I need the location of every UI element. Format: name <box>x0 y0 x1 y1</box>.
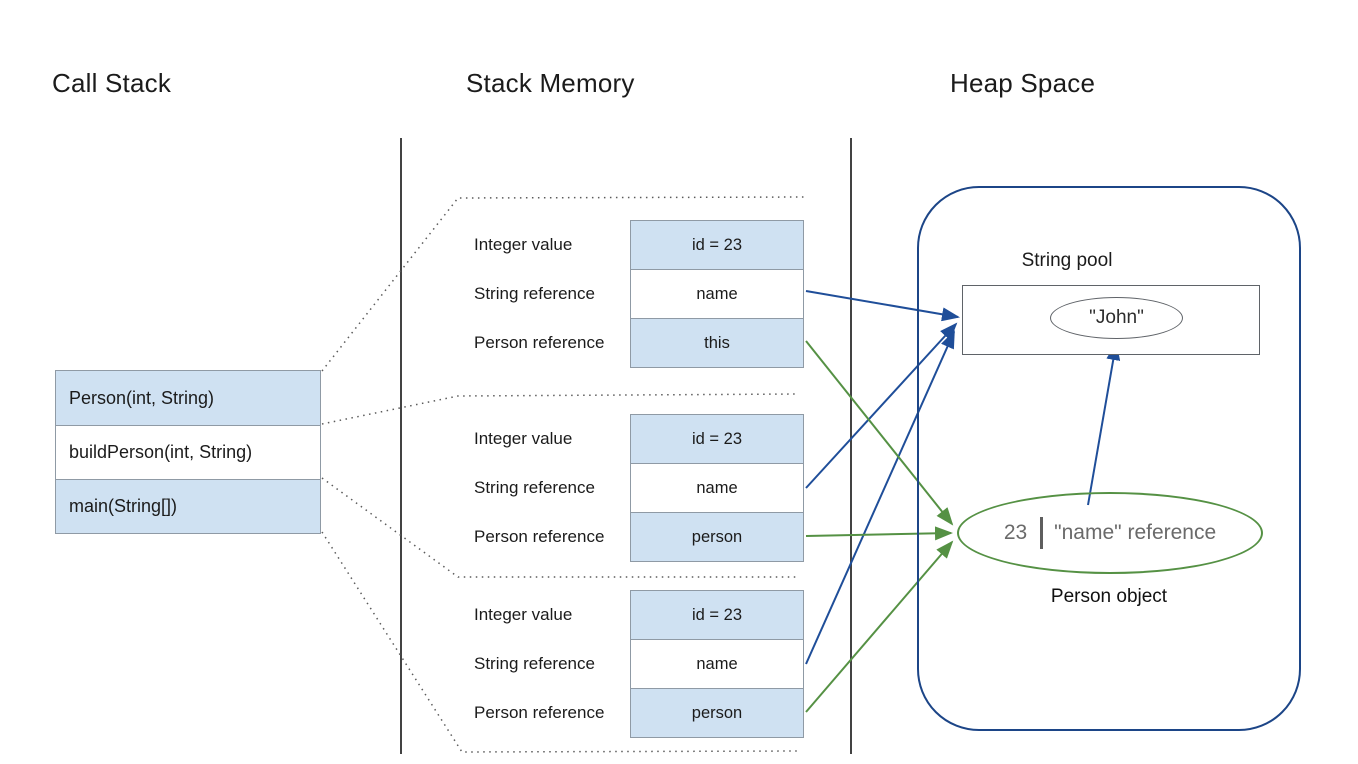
frame1-this-cell: this <box>631 318 803 367</box>
dotted-guide-frame1-top <box>321 196 806 372</box>
stack-memory-frame-1: Integer value String reference Person re… <box>474 220 804 368</box>
stack-memory-frame-3: Integer value String reference Person re… <box>474 590 804 738</box>
frame3-person-cell: person <box>631 688 803 737</box>
frame2-name-cell: name <box>631 463 803 512</box>
arrow-personobject-to-john <box>1087 342 1121 506</box>
frame1-labels: Integer value String reference Person re… <box>474 220 630 368</box>
string-pool-label: String pool <box>1021 250 1113 271</box>
frame1-values: id = 23 name this <box>630 220 804 368</box>
person-object-ellipse: 23 "name" reference <box>957 492 1263 574</box>
frame1-id-cell: id = 23 <box>631 221 803 269</box>
person-object-caption: Person object <box>1050 586 1168 607</box>
stack-memory-frame-2: Integer value String reference Person re… <box>474 414 804 562</box>
frame3-person-label: Person reference <box>474 703 605 723</box>
call-stack-box: Person(int, String) buildPerson(int, Str… <box>55 370 321 534</box>
arrow-frame2-name-to-stringpool <box>805 322 958 489</box>
heap-space-title: Heap Space <box>950 68 1096 98</box>
person-object-name-reference: "name" reference <box>1054 521 1217 544</box>
frame3-values: id = 23 name person <box>630 590 804 738</box>
frame2-person-cell: person <box>631 512 803 561</box>
frame2-integer-label: Integer value <box>474 428 573 448</box>
frame1-string-label: String reference <box>474 283 595 303</box>
arrow-frame3-person-to-personobject <box>805 540 954 713</box>
frame1-person-label: Person reference <box>474 333 605 353</box>
frame1-name-cell: name <box>631 269 803 318</box>
frame3-string-label: String reference <box>474 653 595 673</box>
call-stack-frame-person: Person(int, String) <box>56 371 320 425</box>
frame1-integer-label: Integer value <box>474 234 573 254</box>
frame3-integer-label: Integer value <box>474 604 573 624</box>
arrow-frame2-person-to-personobject <box>805 526 953 541</box>
john-string-ellipse: "John" <box>1050 297 1183 339</box>
stack-memory-title: Stack Memory <box>466 68 635 98</box>
call-stack-frame-main: main(String[]) <box>56 479 320 533</box>
arrow-frame1-name-to-stringpool <box>805 290 960 322</box>
frame3-labels: Integer value String reference Person re… <box>474 590 630 738</box>
frame2-person-label: Person reference <box>474 527 605 547</box>
call-stack-frame-buildperson: buildPerson(int, String) <box>56 425 320 479</box>
call-stack-title: Call Stack <box>52 68 172 98</box>
frame3-id-cell: id = 23 <box>631 591 803 639</box>
arrow-frame1-this-to-personobject <box>805 340 954 526</box>
frame2-string-label: String reference <box>474 477 595 497</box>
dotted-guide-frame2-top <box>321 393 800 425</box>
frame2-values: id = 23 name person <box>630 414 804 562</box>
frame3-name-cell: name <box>631 639 803 688</box>
heap-space-boundary <box>917 186 1301 731</box>
arrow-frame3-name-to-stringpool <box>805 330 955 665</box>
dotted-guide-frame3-top <box>321 477 799 578</box>
person-object-id: 23 <box>1003 521 1028 544</box>
field-separator-bar <box>1040 517 1044 549</box>
frame2-id-cell: id = 23 <box>631 415 803 463</box>
frame2-labels: Integer value String reference Person re… <box>474 414 630 562</box>
